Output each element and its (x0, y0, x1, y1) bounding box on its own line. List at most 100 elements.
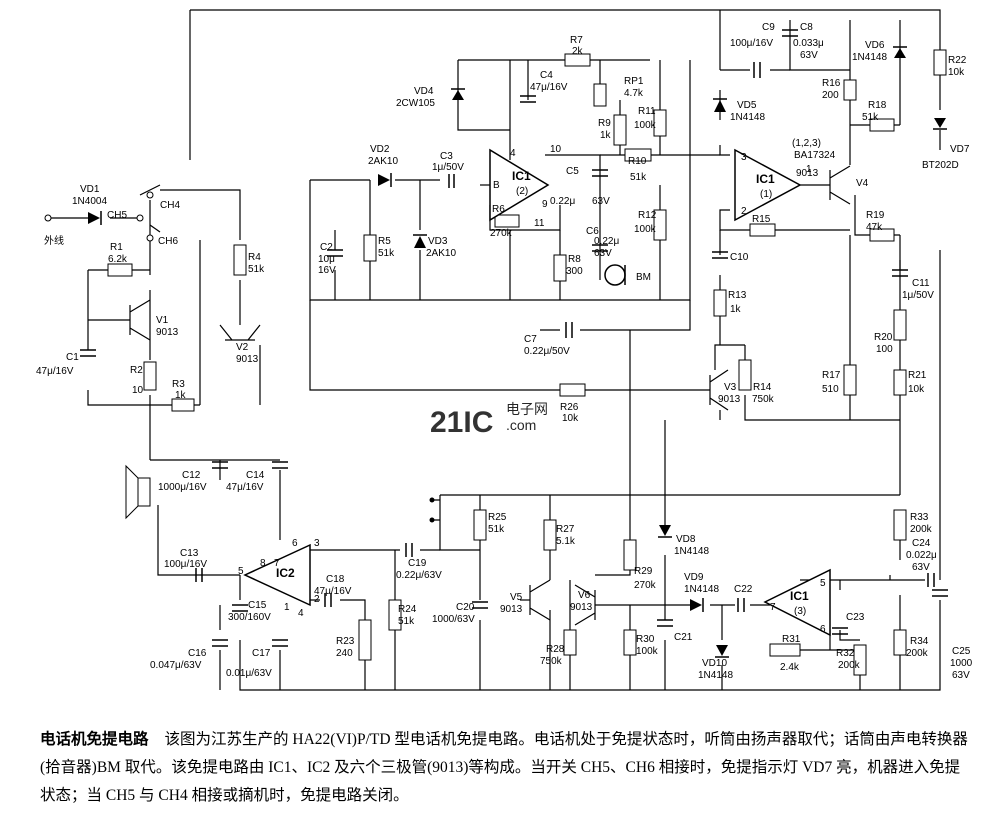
label-c2-value1: 10μ (318, 254, 335, 265)
label-ic1-1: IC1 (756, 172, 775, 186)
resistor-r29 (623, 539, 637, 571)
label-vd6: VD6 (865, 40, 885, 51)
label-ic1-1-pin2: 2 (741, 206, 747, 217)
label-r18: R18 (868, 100, 887, 111)
label-r20-value: 100 (876, 344, 893, 355)
resistor-rp1 (593, 83, 607, 107)
label-c6-value: 0.22μ (594, 236, 619, 247)
diode-vd6 (894, 48, 906, 58)
label-vd8: VD8 (676, 534, 696, 545)
label-r2-value: 10 (132, 385, 144, 396)
label-ic2-pin7: 7 (274, 558, 280, 569)
label-r22-value: 10k (948, 67, 965, 78)
label-c11-value: 1μ/50V (902, 290, 934, 301)
resistor-r18 (869, 118, 895, 132)
label-c4: C4 (540, 70, 553, 81)
label-c9: C9 (762, 22, 775, 33)
label-ic1-1-pins: (1,2,3) (792, 138, 821, 149)
label-v3: V3 (724, 382, 737, 393)
resistor-r12 (653, 209, 667, 241)
circuit-schematic: VD1 1N4004 CH5 CH4 CH6 外线 R1 6.2k V1 901… (36, 9, 973, 691)
label-r24-value: 51k (398, 616, 415, 627)
label-r25-value: 51k (488, 524, 505, 535)
watermark-logo: 21IC 电子网 .com (430, 401, 548, 439)
label-r3: R3 (172, 379, 185, 390)
label-r28-value: 750k (540, 656, 563, 667)
label-r19: R19 (866, 210, 885, 221)
label-r16: R16 (822, 78, 841, 89)
label-r9: R9 (598, 118, 611, 129)
watermark-domain: .com (506, 417, 536, 433)
label-ic2: IC2 (276, 566, 295, 580)
label-r20: R20 (874, 332, 893, 343)
label-r34: R34 (910, 636, 929, 647)
resistor-r4 (233, 244, 247, 276)
resistor-r23 (358, 619, 372, 661)
label-r3-value: 1k (175, 390, 187, 401)
label-c8-value2: 63V (800, 50, 818, 61)
label-r26-value: 10k (562, 413, 579, 424)
label-r9-value: 1k (600, 130, 612, 141)
resistor-r20 (893, 309, 907, 341)
label-ch5: CH5 (107, 210, 127, 221)
label-r25: R25 (488, 512, 507, 523)
label-r7: R7 (570, 35, 583, 46)
label-r15: R15 (752, 214, 771, 225)
label-c24: C24 (912, 538, 931, 549)
resistor-r15 (749, 223, 776, 237)
label-c3: C3 (440, 151, 453, 162)
switch-contact-ch4 (146, 191, 154, 199)
diode-vd1 (88, 212, 100, 224)
label-c2-value2: 16V (318, 265, 336, 276)
label-c24-value: 0.022μ (906, 550, 937, 561)
label-r30-value: 100k (636, 646, 659, 657)
label-v2-value: 9013 (236, 354, 259, 365)
label-c5-value2: 63V (592, 196, 610, 207)
label-ic1-2: IC1 (512, 169, 531, 183)
label-vd9-value: 1N4148 (684, 584, 719, 595)
diode-vd5 (714, 100, 726, 112)
label-r17: R17 (822, 370, 841, 381)
resistor-r11 (653, 109, 667, 137)
label-vd6-value: 1N4148 (852, 52, 887, 63)
label-r12-value: 100k (634, 224, 657, 235)
label-c25-value2: 63V (952, 670, 970, 681)
label-ic1-3: IC1 (790, 589, 809, 603)
label-v6-value: 9013 (570, 602, 593, 613)
resistor-r31 (769, 643, 801, 657)
label-r11: R11 (638, 106, 656, 117)
label-v5-value: 9013 (500, 604, 523, 615)
label-r1: R1 (110, 242, 123, 253)
opamp-ic2 (243, 543, 311, 607)
label-r26: R26 (560, 402, 579, 413)
resistor-r27 (543, 519, 557, 551)
resistor-r19 (869, 228, 895, 242)
label-r6: R6 (492, 204, 505, 215)
label-v1-value: 9013 (156, 327, 179, 338)
label-r18-value: 51k (862, 112, 879, 123)
label-r24: R24 (398, 604, 417, 615)
label-bm: BM (636, 272, 651, 283)
label-r13: R13 (728, 290, 747, 301)
label-c18-value: 47μ/16V (314, 586, 352, 597)
resistor-r16 (843, 79, 857, 101)
label-ic2-pin2: 2 (314, 594, 320, 605)
label-r33-value: 200k (910, 524, 933, 535)
label-vd3: VD3 (428, 236, 448, 247)
label-c16: C16 (188, 648, 207, 659)
label-vd2: VD2 (370, 144, 390, 155)
resistor-r8 (553, 254, 567, 282)
label-r23: R23 (336, 636, 355, 647)
label-ic1-2-unit: (2) (516, 186, 528, 197)
label-r5: R5 (378, 236, 391, 247)
transistor-v2 (219, 324, 261, 341)
label-vd1: VD1 (80, 184, 100, 195)
resistor-r30 (623, 629, 637, 656)
caption-title: 电话机免提电路 (40, 731, 149, 748)
label-c22: C22 (734, 584, 753, 595)
label-r22: R22 (948, 55, 967, 66)
label-ic1-2-pin4: 4 (510, 148, 516, 159)
label-c18: C18 (326, 574, 345, 585)
label-ic1-1-unit: (1) (760, 189, 772, 200)
